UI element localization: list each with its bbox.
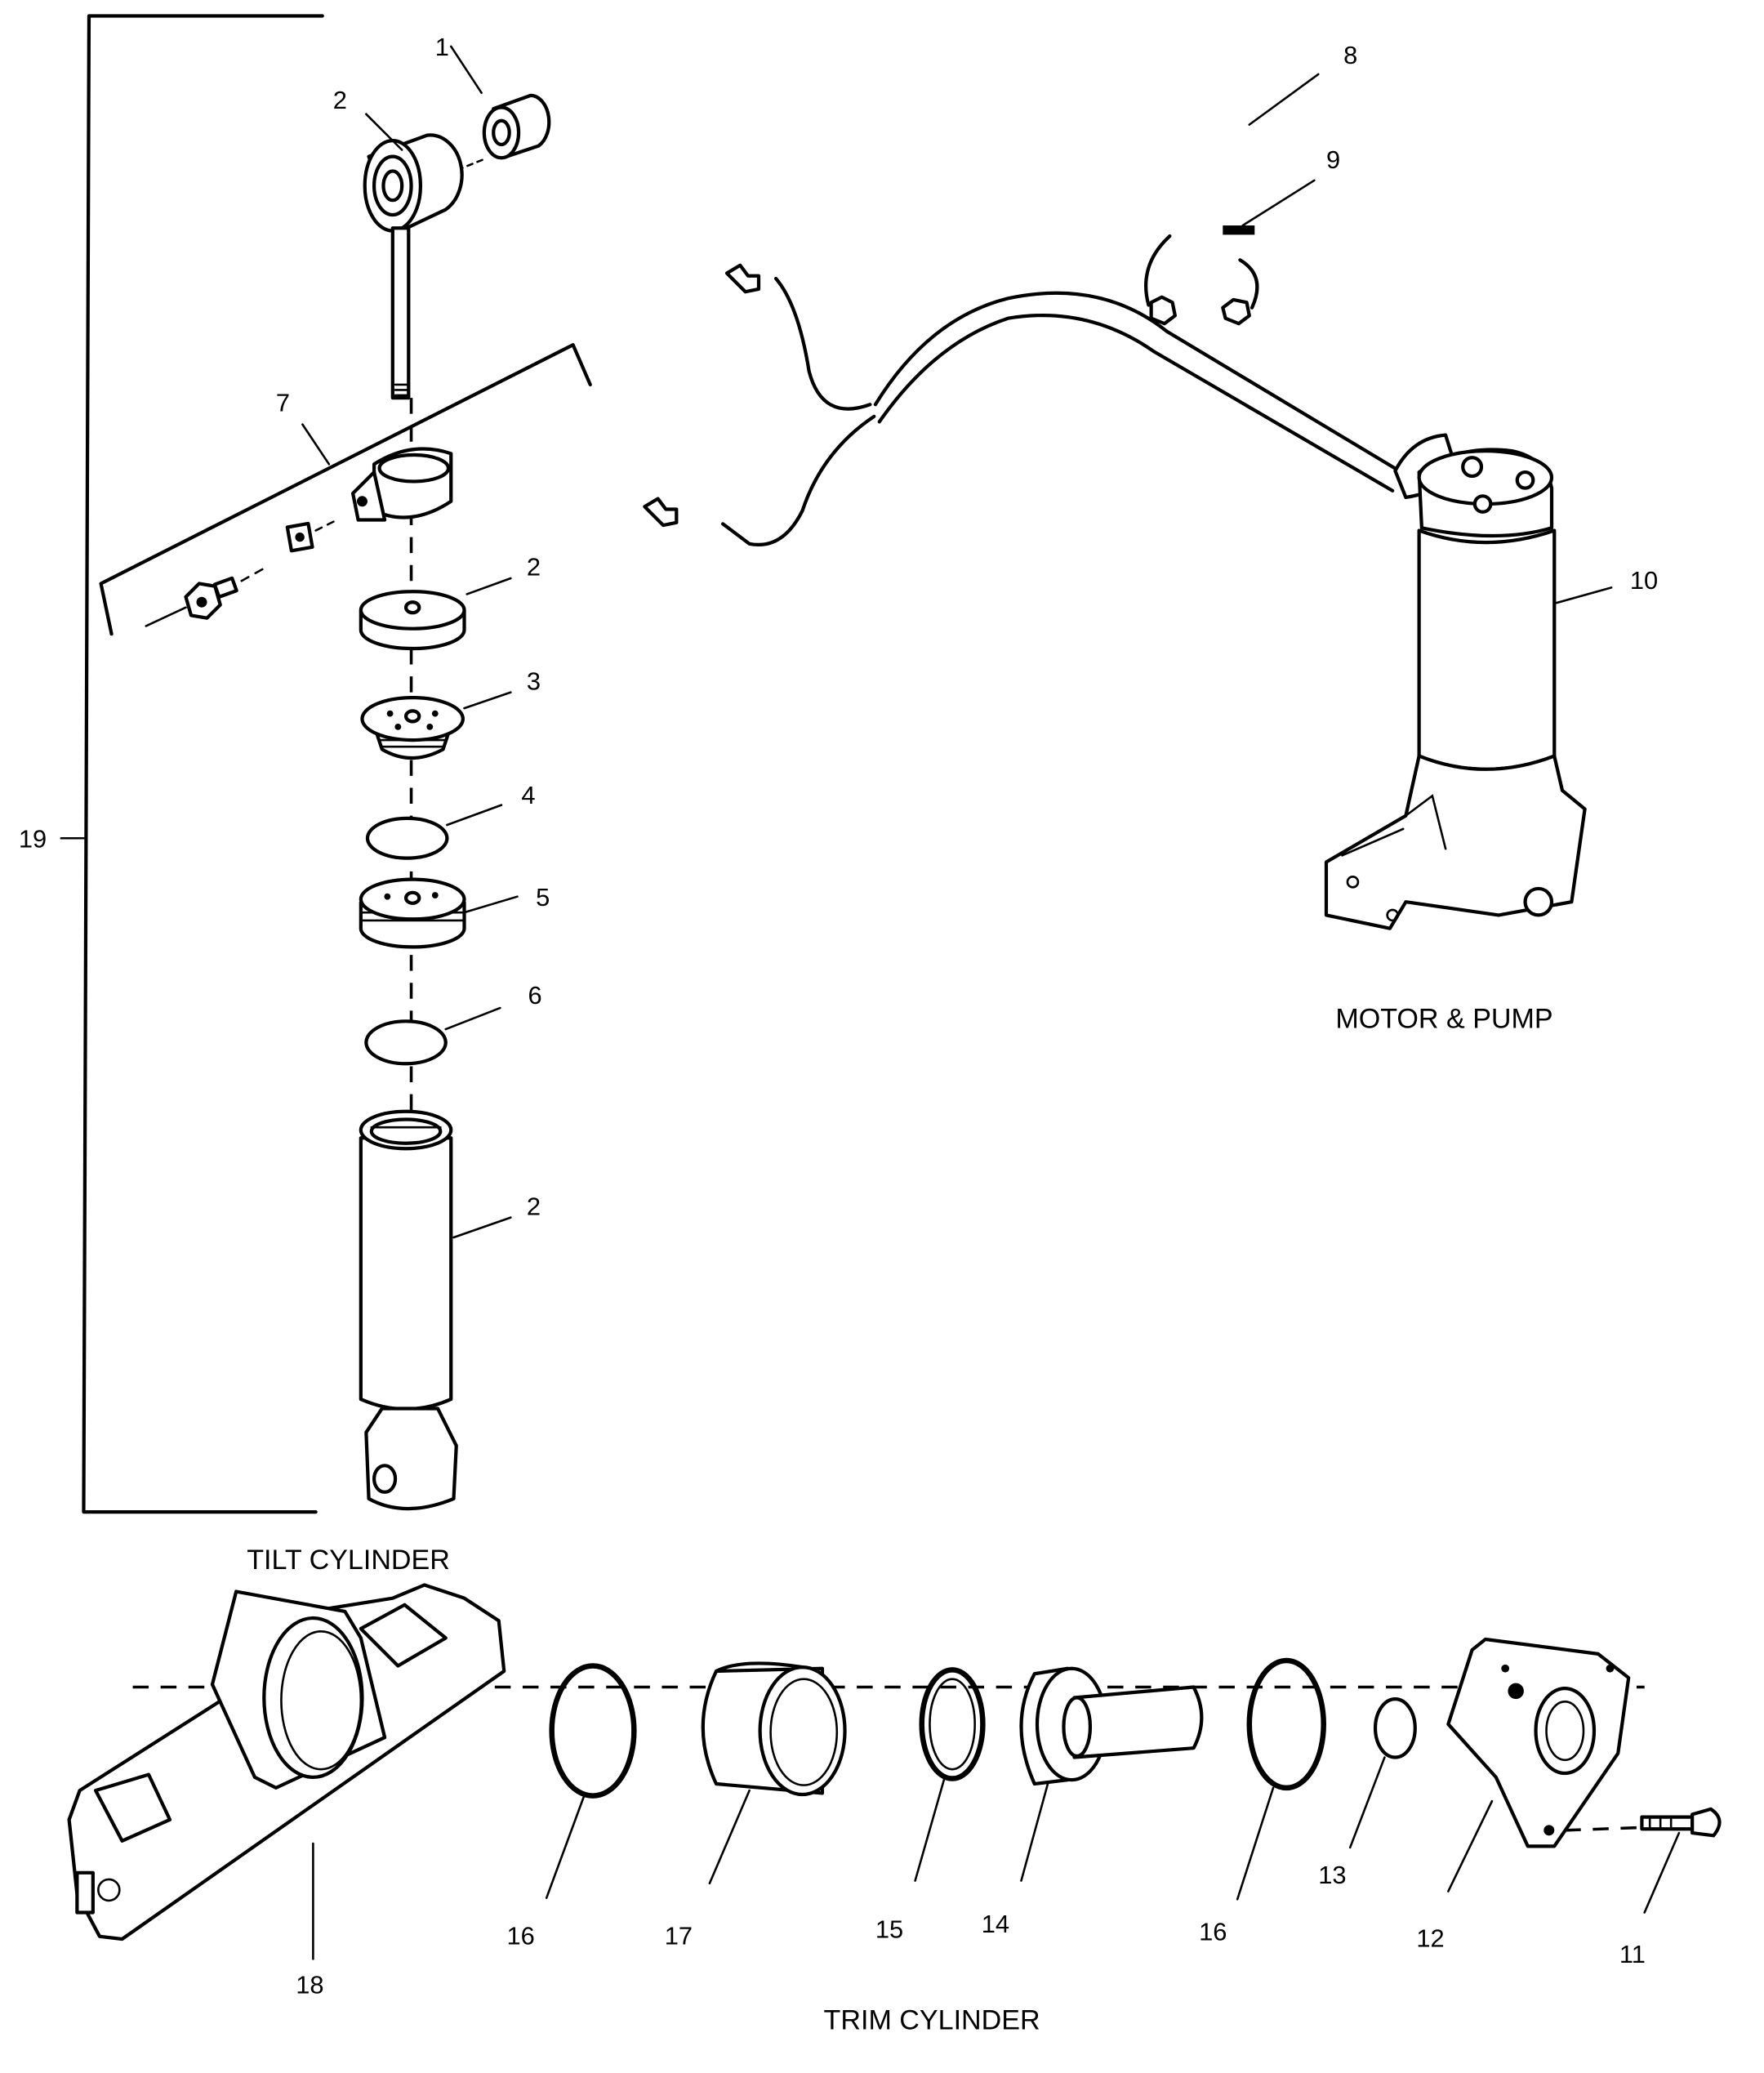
part-13-ball: 13 bbox=[1318, 1696, 1417, 1889]
callout-13: 13 bbox=[1318, 1861, 1346, 1889]
part-4-o-ring: 4 bbox=[365, 781, 535, 860]
callout-2-disc: 2 bbox=[527, 553, 541, 582]
part-17-sleeve: 17 bbox=[665, 1661, 847, 1950]
part-5-piston: 5 bbox=[359, 877, 550, 949]
caption-tilt-cylinder: TILT CYLINDER bbox=[247, 1545, 450, 1576]
callout-14: 14 bbox=[982, 1910, 1009, 1938]
callout-2-top: 2 bbox=[333, 86, 347, 114]
part-3-end-cap: 3 bbox=[360, 666, 541, 760]
callout-15: 15 bbox=[875, 1915, 903, 1943]
part-15-seal-ring: 15 bbox=[875, 1667, 986, 1943]
part-12-end-cover: 12 bbox=[1416, 1637, 1631, 1953]
callout-4: 4 bbox=[521, 781, 535, 809]
part-10-motor-pump: 10 bbox=[1324, 433, 1658, 930]
part-2-rod-end: 2 bbox=[333, 86, 464, 400]
callout-17: 17 bbox=[665, 1921, 693, 1950]
callout-16b: 16 bbox=[1199, 1918, 1227, 1946]
part-7-clamp-kit: 7 bbox=[99, 343, 592, 636]
wiring-harness bbox=[643, 263, 1401, 546]
callout-9: 9 bbox=[1326, 145, 1340, 174]
part-2-cylinder-body: 2 bbox=[359, 1109, 541, 1511]
part-8-wire-leads: 8 bbox=[1144, 41, 1357, 326]
part-16-o-ring-b: 16 bbox=[1199, 1657, 1326, 1946]
callout-7: 7 bbox=[276, 388, 290, 417]
callout-8: 8 bbox=[1343, 41, 1357, 69]
callout-12: 12 bbox=[1416, 1924, 1444, 1953]
callout-3: 3 bbox=[527, 666, 541, 695]
part-11-bolt: 11 bbox=[1565, 1807, 1722, 1968]
callout-6: 6 bbox=[528, 981, 541, 1010]
callout-19: 19 bbox=[19, 825, 47, 854]
part-18-housing: 18 bbox=[67, 1583, 506, 1999]
caption-trim-cylinder: TRIM CYLINDER bbox=[824, 2004, 1040, 2035]
caption-motor-pump: MOTOR & PUMP bbox=[1335, 1003, 1552, 1034]
assembly-bracket-19: 19 bbox=[19, 14, 324, 1514]
part-14-piston: 14 bbox=[982, 1666, 1204, 1938]
callout-11: 11 bbox=[1619, 1940, 1646, 1968]
part-6-o-ring: 6 bbox=[364, 981, 542, 1066]
part-2-disc: 2 bbox=[359, 553, 541, 651]
part-1-bushing: 1 bbox=[435, 33, 551, 172]
part-16-o-ring-a: 16 bbox=[506, 1663, 637, 1950]
callout-5: 5 bbox=[536, 883, 550, 912]
callout-16a: 16 bbox=[506, 1921, 534, 1950]
part-9-screw: 9 bbox=[1223, 145, 1340, 235]
callout-2-body: 2 bbox=[527, 1192, 541, 1220]
callout-1: 1 bbox=[435, 33, 449, 61]
callout-10: 10 bbox=[1630, 566, 1658, 595]
callout-18: 18 bbox=[296, 1971, 323, 1999]
